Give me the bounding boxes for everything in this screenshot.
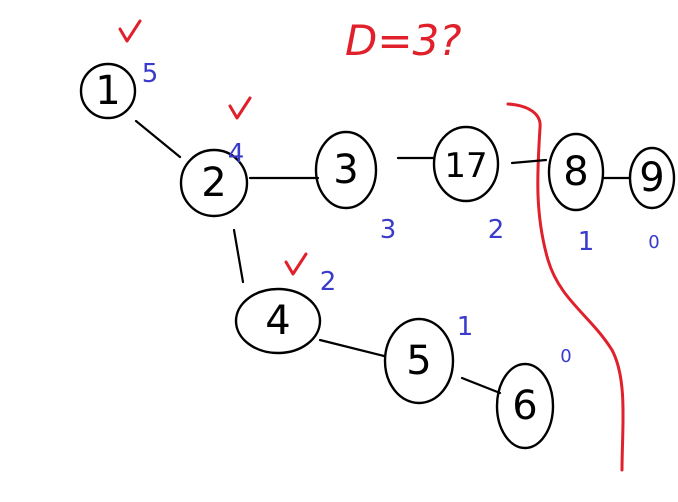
check-mark-icon [228, 96, 252, 120]
node-depth-label: 1 [578, 227, 595, 257]
tree-node-6: 60 [495, 346, 572, 450]
tree-node-4: 42 [234, 252, 337, 355]
node-depth-label: 1 [457, 312, 474, 342]
node-circle [432, 125, 500, 203]
node-depth-label: 5 [142, 59, 159, 89]
node-circle [383, 317, 455, 405]
node-label: 8 [563, 149, 588, 195]
check-mark-icon [284, 252, 308, 276]
edge-n17-n8 [510, 158, 548, 165]
node-circle [179, 148, 249, 218]
edge-n5-n6 [460, 376, 502, 395]
node-depth-label: 0 [560, 346, 571, 367]
node-label: 4 [265, 298, 290, 344]
tree-node-5: 51 [383, 312, 474, 405]
check-mark-icon [118, 19, 142, 43]
node-depth-label: 2 [488, 215, 505, 245]
cut-line [506, 102, 625, 472]
node-depth-label: 4 [228, 139, 245, 169]
tree-node-3: 33 [314, 130, 397, 245]
node-circle [628, 146, 676, 210]
node-label: 6 [512, 383, 537, 429]
node-label: 17 [444, 146, 487, 186]
node-circle [314, 130, 378, 210]
node-depth-label: 0 [648, 232, 659, 253]
tree-node-17: 172 [432, 125, 505, 245]
node-label: 3 [333, 147, 358, 193]
edge-n4-n5 [318, 338, 386, 358]
tree-node-2: 24 [179, 96, 252, 218]
edge-layer [134, 119, 632, 395]
d-question-annotation: D=3? [345, 16, 462, 65]
node-label: 2 [201, 160, 226, 206]
node-label: 1 [95, 68, 120, 114]
node-circle [234, 287, 322, 355]
edge-n2-n4 [232, 228, 245, 284]
node-circle [547, 132, 605, 212]
node-circle [79, 62, 137, 120]
node-label: 5 [406, 338, 431, 384]
node-depth-label: 3 [380, 215, 397, 245]
edge-n1-n2 [134, 119, 182, 159]
tree-node-8: 81 [547, 132, 605, 257]
tree-node-9: 90 [628, 146, 676, 253]
node-depth-label: 2 [320, 267, 337, 297]
node-label: 9 [639, 155, 664, 201]
node-circle [495, 362, 555, 450]
